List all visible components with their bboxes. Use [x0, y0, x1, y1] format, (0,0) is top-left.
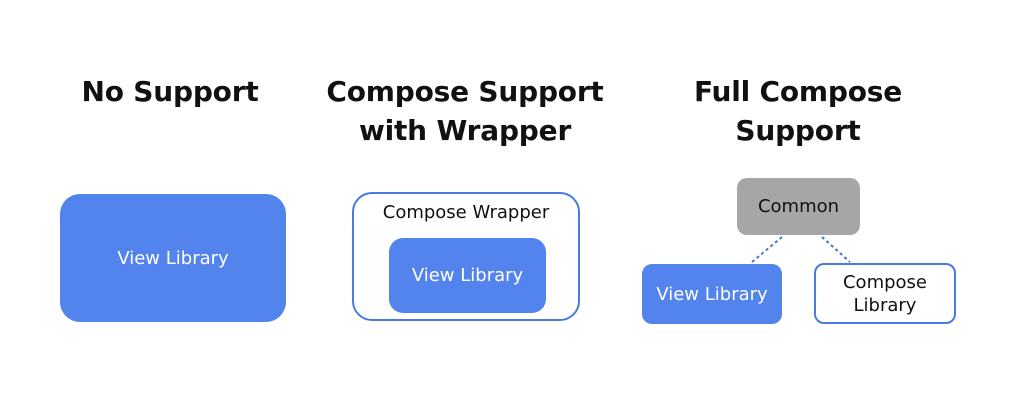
compose-wrapper-label: Compose Wrapper	[382, 202, 550, 223]
view-library-box: View Library	[642, 264, 782, 324]
connector-common-compose-library	[821, 236, 851, 263]
compose-library-label-line: Library	[853, 294, 917, 316]
title-no-support: No Support	[40, 72, 300, 111]
common-box: Common	[737, 178, 860, 235]
compose-library-label-line: Compose	[842, 271, 927, 293]
compose-library-box: Compose Library	[814, 263, 956, 324]
title-full-compose-support: Full Compose Support	[668, 72, 928, 150]
title-compose-support-with-wrapper: Compose Support with Wrapper	[320, 72, 610, 150]
view-library-label: View Library	[411, 265, 524, 286]
common-label: Common	[757, 196, 840, 217]
view-library-box: View Library	[389, 238, 546, 313]
title-line: with Wrapper	[358, 114, 572, 147]
connector-common-view-library	[751, 236, 783, 263]
title-line: Support	[735, 114, 861, 147]
view-library-label: View Library	[656, 283, 768, 305]
view-library-label: View Library	[117, 247, 229, 269]
title-line: No Support	[81, 75, 259, 108]
title-line: Full Compose	[693, 75, 903, 108]
title-line: Compose Support	[326, 75, 604, 108]
view-library-box: View Library	[60, 194, 286, 322]
